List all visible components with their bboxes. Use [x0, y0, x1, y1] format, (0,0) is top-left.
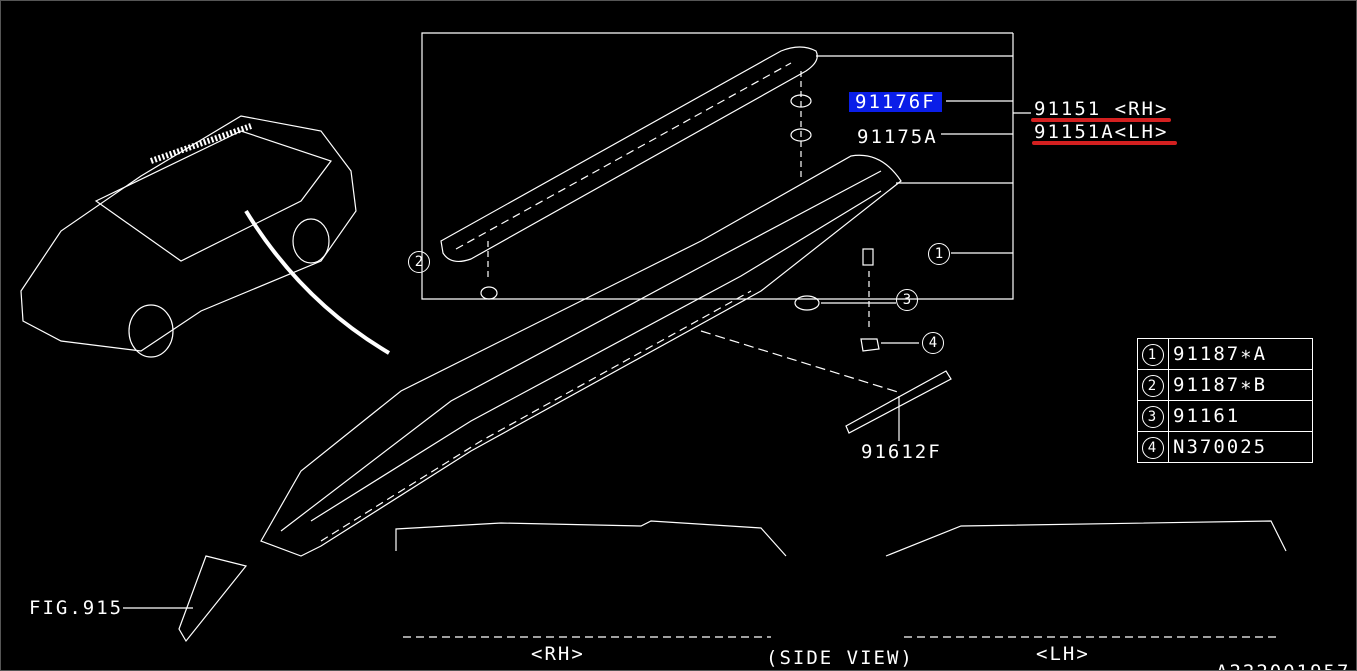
side-view-title: (SIDE VIEW)	[766, 647, 914, 669]
callout-4[interactable]: 4	[922, 332, 944, 354]
side-view-rh-label: <RH>	[531, 643, 585, 665]
callout-1[interactable]: 1	[928, 243, 950, 265]
legend-part[interactable]: 91161	[1168, 400, 1313, 432]
fig-915-link[interactable]: FIG.915	[29, 597, 124, 619]
illustration-code: A222001957	[1216, 662, 1350, 670]
legend-num: 1	[1142, 344, 1164, 366]
underline-lh	[1032, 141, 1177, 145]
legend-part[interactable]: 91187∗B	[1168, 369, 1313, 401]
legend-part[interactable]: N370025	[1168, 431, 1313, 463]
underline-rh	[1031, 118, 1171, 122]
molding-strip	[845, 370, 952, 434]
roof-rail-upper-drawing	[440, 46, 818, 300]
part-91176F-link[interactable]: 91176F	[849, 92, 942, 112]
side-view-rh-drawing	[395, 520, 787, 638]
side-view-lh-drawing	[885, 520, 1287, 638]
leader-frame	[421, 32, 1014, 300]
callout-3[interactable]: 3	[896, 289, 918, 311]
part-91175A-link[interactable]: 91175A	[857, 126, 938, 148]
part-91151-rh-link[interactable]: 91151 <RH>	[1034, 98, 1169, 120]
legend-num: 4	[1142, 437, 1164, 459]
part-91151A-lh-link[interactable]: 91151A<LH>	[1034, 121, 1169, 143]
side-view-lh-label: <LH>	[1036, 643, 1090, 665]
callout-2[interactable]: 2	[408, 251, 430, 273]
legend-num: 2	[1142, 375, 1164, 397]
part-91612F-link[interactable]: 91612F	[861, 441, 942, 463]
legend-part[interactable]: 91187∗A	[1168, 338, 1313, 370]
legend-num: 3	[1142, 406, 1164, 428]
roof-rail-lower-drawing	[260, 154, 919, 557]
vehicle-illustration	[20, 115, 391, 358]
